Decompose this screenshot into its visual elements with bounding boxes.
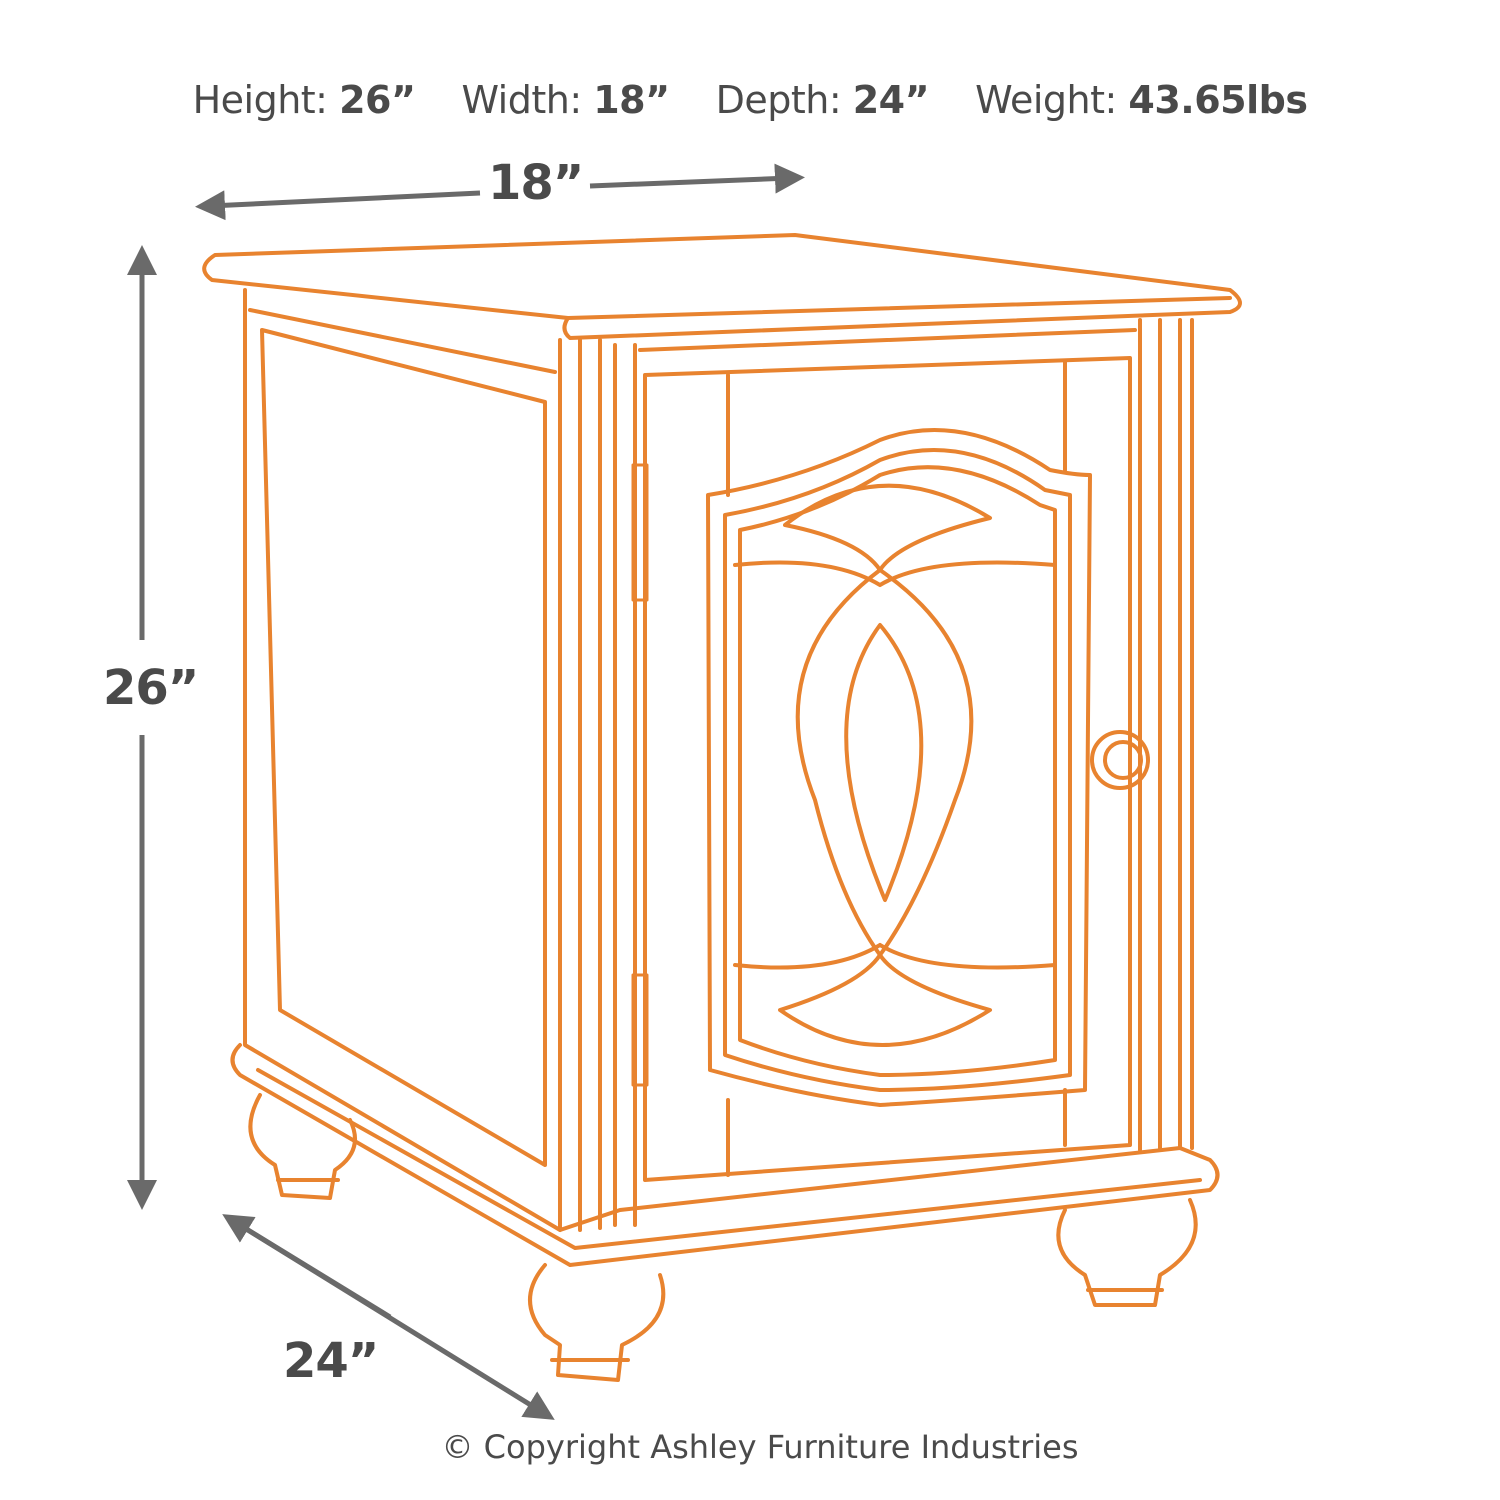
height-label: 26”	[103, 660, 199, 716]
spec-weight: Weight: 43.65lbs	[975, 78, 1308, 122]
cabinet	[202, 233, 1242, 1382]
spec-height: Height: 26”	[192, 78, 416, 122]
width-arrow-left	[195, 190, 481, 221]
width-label: 18”	[488, 155, 584, 211]
dimension-arrows	[127, 163, 805, 1420]
spec-width: Width: 18”	[461, 78, 670, 122]
depth-label: 24”	[283, 1333, 379, 1389]
spec-depth: Depth: 24”	[715, 78, 930, 122]
spec-row: Height: 26” Width: 18” Depth: 24” Weight…	[0, 78, 1500, 122]
width-arrow-right	[589, 163, 805, 194]
copyright-notice: © Copyright Ashley Furniture Industries	[441, 1428, 1079, 1466]
